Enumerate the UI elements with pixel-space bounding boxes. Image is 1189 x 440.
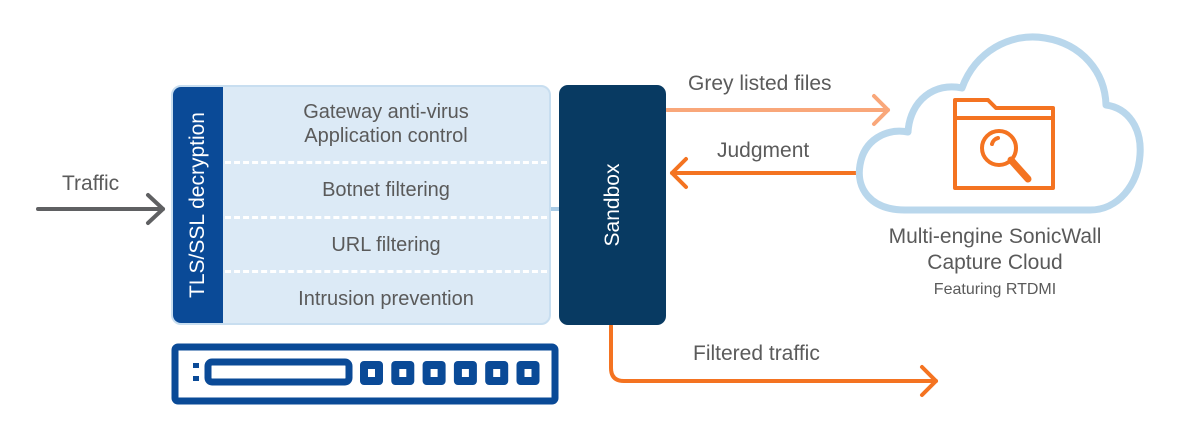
service-line: Gateway anti-virus (303, 101, 469, 123)
service-line: Intrusion prevention (298, 288, 474, 310)
tls-ssl-decryption-bar: TLS/SSL decryption (173, 87, 223, 323)
service-botnet-filtering: Botnet filtering (223, 164, 549, 216)
cloud-title-line2: Capture Cloud (927, 251, 1063, 274)
judgment-label: Judgment (717, 139, 810, 162)
divider (225, 161, 547, 164)
filtered-traffic-label: Filtered traffic (693, 342, 820, 365)
grey-listed-files-label: Grey listed files (688, 72, 832, 95)
security-services-panel: TLS/SSL decryption Gateway anti-virus Ap… (171, 85, 551, 325)
sandbox-box: Sandbox (559, 85, 666, 325)
cloud-icon (855, 33, 1144, 214)
divider (225, 216, 547, 219)
appliance-port-hole (399, 369, 407, 377)
filtered-traffic-arrow (609, 324, 938, 397)
service-line: Botnet filtering (322, 179, 450, 201)
tls-ssl-decryption-label: TLS/SSL decryption (186, 112, 209, 298)
divider (225, 270, 547, 273)
service-url-filtering: URL filtering (223, 219, 549, 271)
grey-listed-files-arrow (665, 94, 890, 126)
judgment-arrow (670, 157, 860, 189)
appliance-port-hole (461, 369, 469, 377)
appliance-port-hole (430, 369, 438, 377)
service-gateway-av-app-control: Gateway anti-virus Application control (223, 87, 549, 161)
appliance-port-hole (368, 369, 375, 377)
firewall-appliance-icon (171, 343, 559, 405)
traffic-arrow (36, 193, 165, 225)
sandbox-label: Sandbox (600, 163, 624, 247)
folder-search-icon (953, 98, 1055, 190)
service-line: URL filtering (331, 234, 441, 256)
appliance-port-hole (524, 369, 532, 377)
appliance-port-hole (493, 369, 501, 377)
cloud-title-line1: Multi-engine SonicWall (888, 225, 1102, 248)
service-intrusion-prevention: Intrusion prevention (223, 273, 549, 323)
cloud-subtitle: Featuring RTDMI (933, 281, 1057, 298)
traffic-label: Traffic (62, 172, 120, 195)
service-line: Application control (304, 125, 468, 147)
